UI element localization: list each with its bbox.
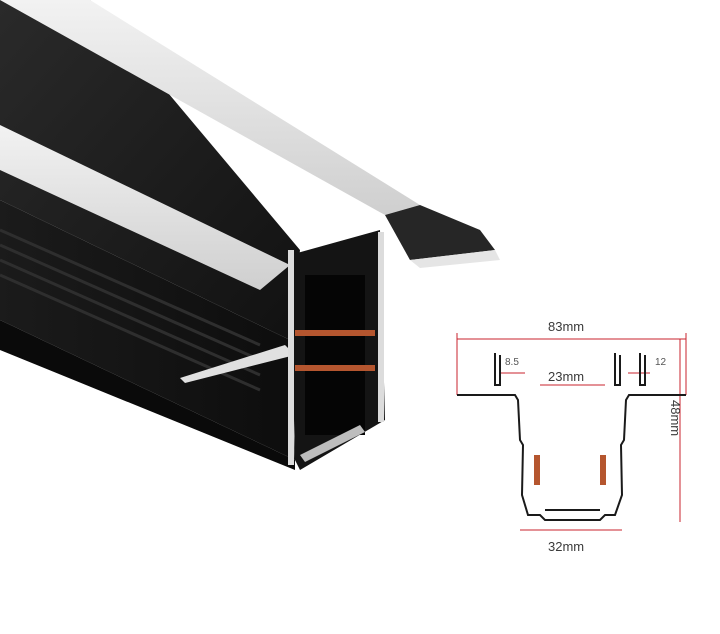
right-depth-label: 12: [655, 357, 667, 368]
height-label: 48mm: [668, 400, 683, 437]
inner-width-label: 23mm: [548, 369, 585, 384]
bottom-width-label: 32mm: [548, 539, 585, 554]
track-body: [0, 0, 500, 470]
left-depth-label: 8.5: [505, 357, 519, 368]
cross-section-diagram: [456, 333, 687, 531]
overall-width-label: 83mm: [548, 319, 585, 334]
